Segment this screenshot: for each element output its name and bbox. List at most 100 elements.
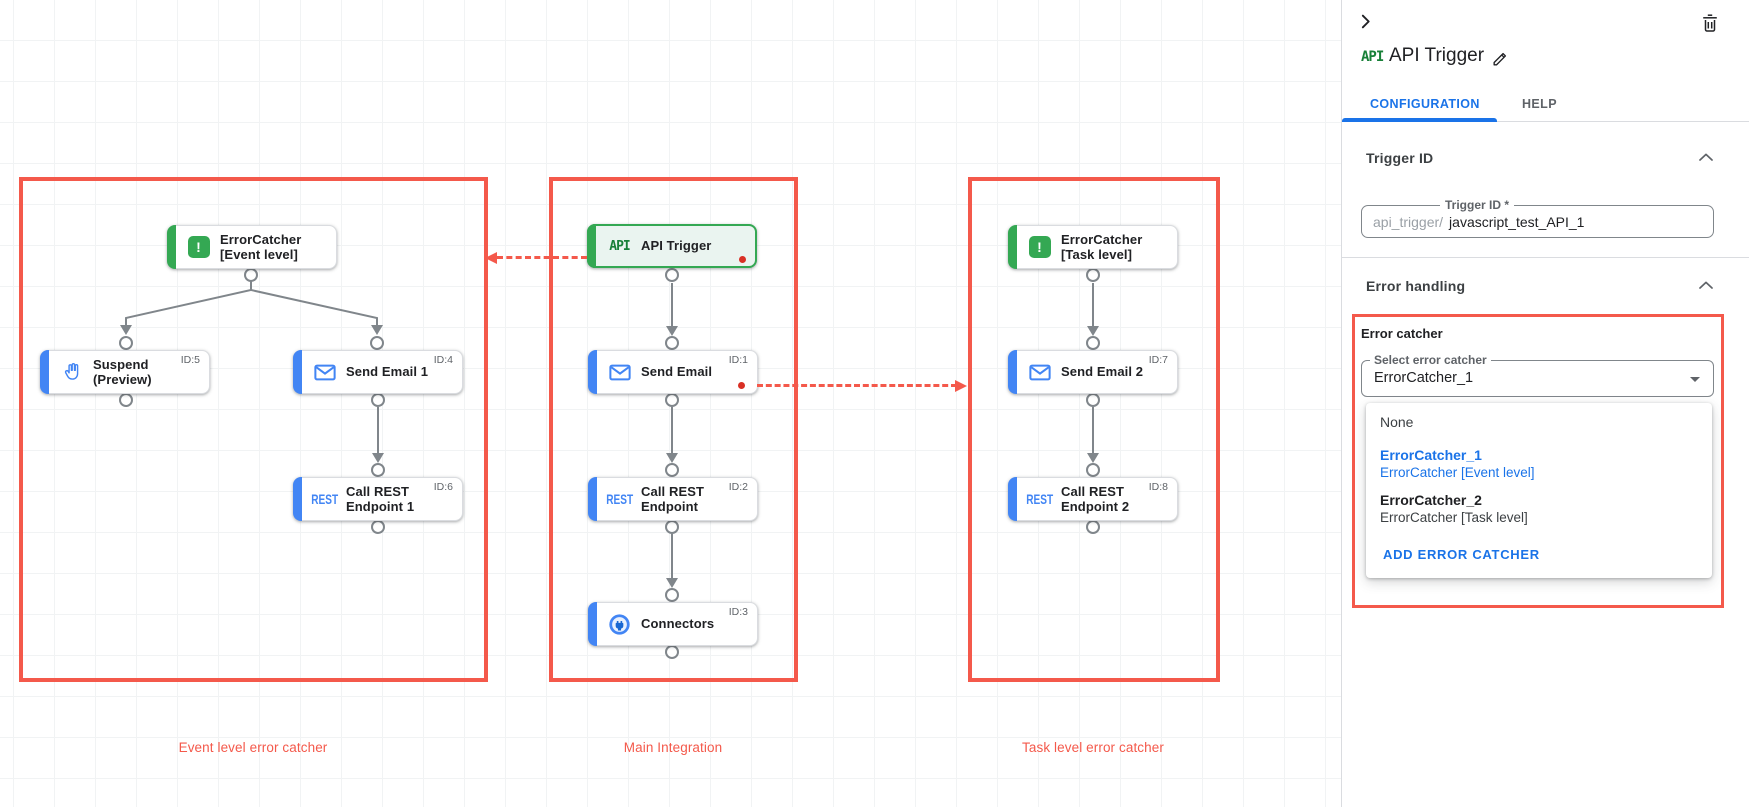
select-error-catcher-label: Select error catcher [1370,353,1491,367]
node-api-trigger[interactable]: API API Trigger [587,224,757,268]
node-id-badge: ID:8 [1148,481,1168,493]
group-box-task-level [968,177,1220,682]
node-label: API Trigger [641,238,712,254]
section-divider [1342,257,1749,258]
trigger-id-prefix: api_trigger/ [1373,213,1444,230]
error-link-to-task-catcher [757,384,957,387]
error-catcher-icon: ! [183,236,214,258]
menu-item-errorcatcher-2-subtitle[interactable]: ErrorCatcher [Task level] [1380,510,1528,525]
collapse-panel-icon[interactable] [1357,13,1374,30]
node-accent-bar [167,225,176,269]
error-catcher-dropdown-menu: None ErrorCatcher_1 ErrorCatcher [Event … [1366,403,1712,578]
connection-point[interactable] [665,463,679,477]
group-label-main-integration: Main Integration [623,740,723,755]
node-label: Connectors [641,616,715,632]
menu-item-errorcatcher-1-title[interactable]: ErrorCatcher_1 [1380,447,1482,463]
node-call-rest-endpoint-2[interactable]: REST Call REST Endpoint 2 ID:8 [1008,477,1178,521]
error-link-arrowhead-right [955,380,967,392]
node-label: ErrorCatcher [Event level] [220,231,302,263]
edge-branch-right [250,281,378,325]
rest-icon: REST [311,491,338,507]
node-connectors[interactable]: Connectors ID:3 [588,602,758,646]
tab-help[interactable]: HELP [1522,97,1557,111]
node-send-email[interactable]: Send Email ID:1 [588,350,758,394]
connection-point[interactable] [371,393,385,407]
node-id-badge: ID:2 [728,481,748,493]
tab-configuration[interactable]: CONFIGURATION [1370,97,1480,111]
email-icon [309,364,340,381]
section-header-error-handling: Error handling [1366,278,1466,294]
node-label: Call REST Endpoint 2 [1061,483,1130,515]
node-label: Call REST Endpoint 1 [346,483,415,515]
menu-item-errorcatcher-1-subtitle[interactable]: ErrorCatcher [Event level] [1380,465,1535,480]
error-catcher-highlight-box [1352,314,1724,608]
menu-item-errorcatcher-2-title[interactable]: ErrorCatcher_2 [1380,492,1482,508]
node-label: Call REST Endpoint [641,483,705,515]
connection-point[interactable] [119,336,133,350]
connection-point[interactable] [665,520,679,534]
rest-icon: REST [606,491,633,507]
arrowhead [120,325,132,335]
node-send-email-1[interactable]: Send Email 1 ID:4 [293,350,463,394]
api-icon: API [609,238,631,254]
connection-point[interactable] [1086,520,1100,534]
node-id-badge: ID:3 [728,606,748,618]
node-send-email-2[interactable]: Send Email 2 ID:7 [1008,350,1178,394]
add-error-catcher-button[interactable]: ADD ERROR CATCHER [1383,547,1540,562]
api-trigger-badge-icon: API [1361,49,1384,65]
trigger-id-field[interactable]: Trigger ID * api_trigger/ javascript_tes… [1361,198,1714,238]
connection-point[interactable] [1086,268,1100,282]
trigger-id-field-label: Trigger ID * [1440,198,1515,212]
node-id-badge: ID:5 [180,354,200,366]
node-call-rest-endpoint[interactable]: REST Call REST Endpoint ID:2 [588,477,758,521]
node-accent-bar [1008,225,1017,269]
connection-point[interactable] [665,393,679,407]
arrowhead [666,453,678,463]
integration-canvas[interactable]: ! ErrorCatcher [Event level] Suspend (Pr… [0,0,1341,807]
select-error-catcher[interactable]: Select error catcher ErrorCatcher_1 [1361,353,1714,397]
email-icon [1024,364,1055,381]
connection-point[interactable] [665,268,679,282]
node-accent-bar [293,477,302,521]
edges-layer [119,268,1100,659]
menu-item-none[interactable]: None [1380,414,1414,430]
connection-point[interactable] [1086,393,1100,407]
group-box-main-integration [549,177,798,682]
panel-title: API Trigger [1389,45,1485,66]
connection-point[interactable] [371,520,385,534]
error-catcher-icon: ! [1024,236,1055,258]
error-dot-api-trigger [739,256,746,263]
node-errorcatcher-task-level[interactable]: ! ErrorCatcher [Task level] [1008,225,1178,269]
connection-point[interactable] [1086,336,1100,350]
group-label-task-level: Task level error catcher [1022,740,1164,755]
collapse-section-trigger-id-icon[interactable] [1699,153,1713,161]
node-id-badge: ID:6 [433,481,453,493]
node-call-rest-endpoint-1[interactable]: REST Call REST Endpoint 1 ID:6 [293,477,463,521]
connection-point[interactable] [244,268,258,282]
group-box-event-level [19,177,488,682]
connection-point[interactable] [370,336,384,350]
delete-trigger-icon[interactable] [1702,14,1718,33]
connection-point[interactable] [1086,463,1100,477]
hand-icon [56,362,87,382]
node-errorcatcher-event-level[interactable]: ! ErrorCatcher [Event level] [167,225,337,269]
node-label: Send Email 2 [1061,364,1144,380]
connection-point[interactable] [371,463,385,477]
error-dot-send-email [738,382,745,389]
connection-point[interactable] [119,393,133,407]
connection-point[interactable] [665,588,679,602]
edit-title-icon[interactable] [1491,50,1509,68]
node-suspend[interactable]: Suspend (Preview) ID:5 [40,350,210,394]
connection-point[interactable] [665,336,679,350]
trigger-id-value[interactable]: javascript_test_API_1 [1449,213,1585,230]
collapse-section-error-handling-icon[interactable] [1699,281,1713,289]
config-panel: API API Trigger CONFIGURATION HELP Trigg… [1341,0,1749,807]
section-header-trigger-id: Trigger ID [1366,150,1434,166]
rest-icon: REST [1026,491,1053,507]
group-label-event-level: Event level error catcher [178,740,328,755]
email-icon [604,364,635,381]
node-accent-bar [588,602,597,646]
chevron-down-icon [1690,377,1700,382]
connection-point[interactable] [665,645,679,659]
